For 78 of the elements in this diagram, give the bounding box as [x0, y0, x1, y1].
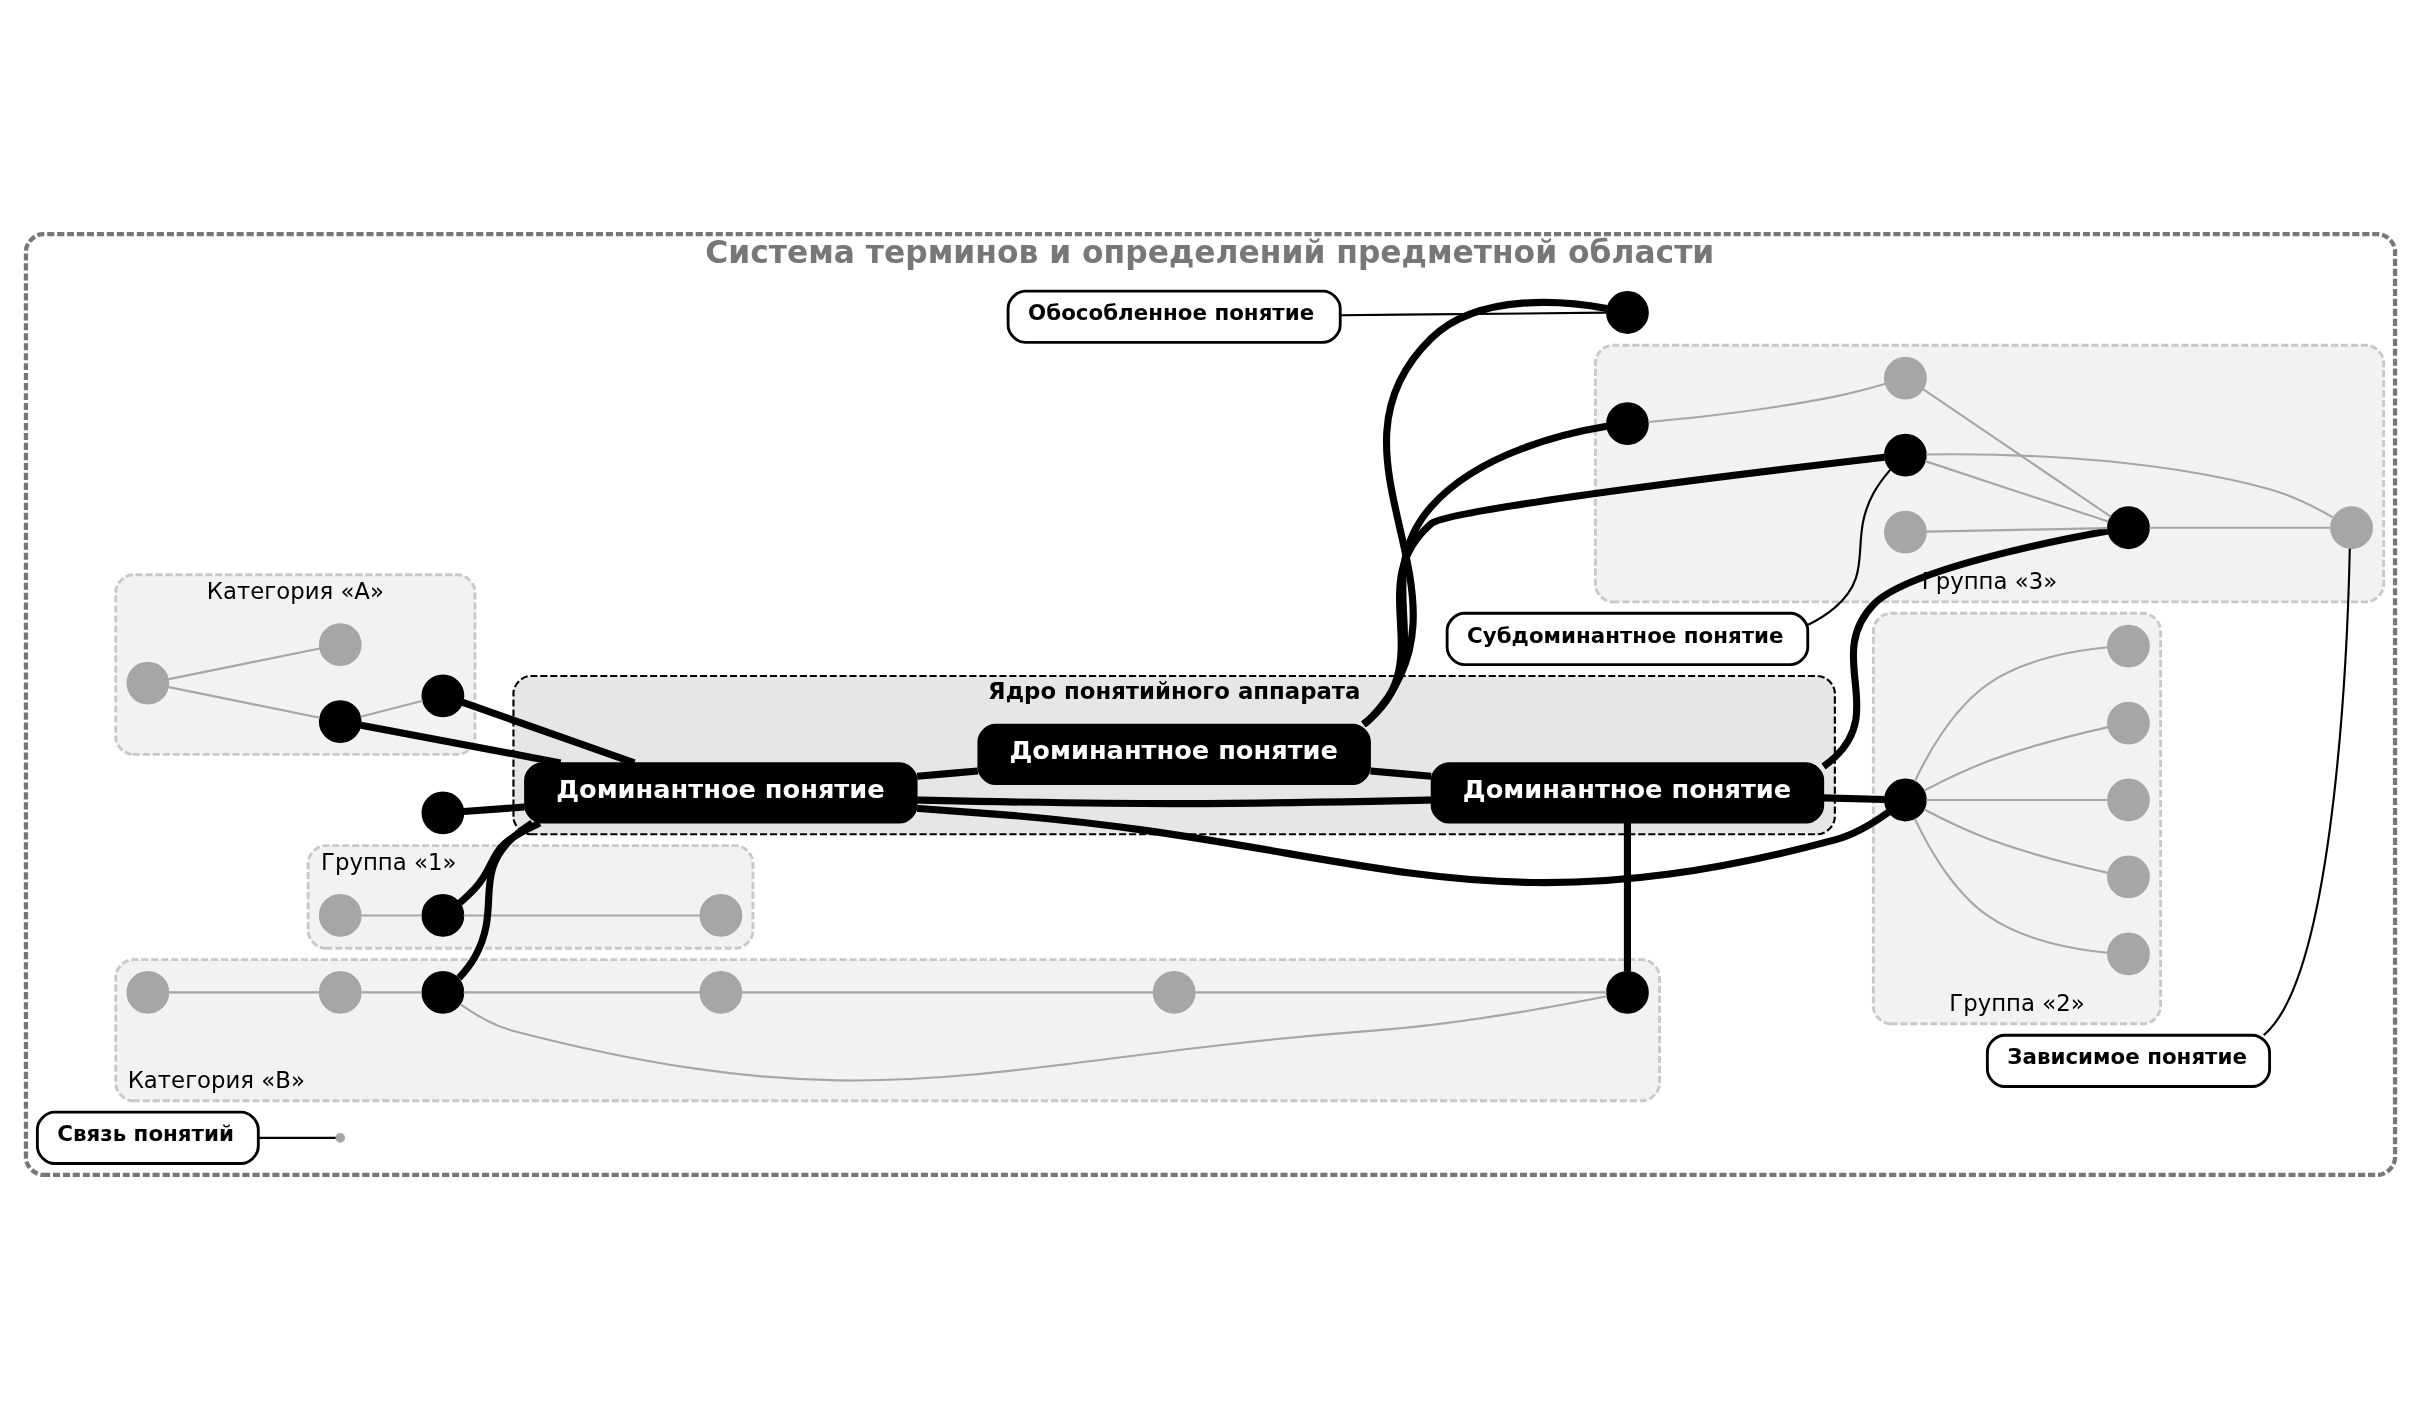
connector: [1623, 822, 1631, 971]
connector: [1924, 459, 2109, 523]
connector: [1913, 817, 2108, 954]
connector: [1370, 767, 1432, 780]
node-circle: [2107, 505, 2150, 549]
node-circle: [2107, 855, 2150, 898]
node-circle: [1606, 970, 1649, 1014]
node-circle: [2330, 505, 2373, 549]
connector: [1821, 527, 2109, 769]
connector: [916, 804, 1891, 886]
connector: [741, 990, 1154, 993]
connector: [1194, 990, 1607, 993]
connector: [459, 994, 1608, 1081]
node-box: Обособленное понятие: [1006, 289, 1342, 344]
connector: [1922, 387, 2112, 518]
node-box: Доминантное понятие: [977, 723, 1371, 785]
node-circle: [126, 970, 170, 1014]
node-box: Субдоминантное понятие: [1445, 611, 1810, 666]
connector: [168, 685, 320, 719]
cluster: Группа «1»: [306, 843, 755, 950]
node-circle: [318, 970, 362, 1014]
connector: [2149, 526, 2331, 529]
node-circle: [421, 970, 465, 1014]
connector: [258, 1136, 336, 1139]
node-circle: [1884, 433, 1927, 476]
connector: [1823, 793, 1885, 803]
node-circle: [1606, 290, 1649, 334]
node-circle: [1606, 401, 1649, 445]
node-circle: [1884, 778, 1927, 821]
connector: [916, 767, 979, 780]
connector: [2262, 548, 2351, 1036]
node-circle: [1884, 510, 1927, 553]
connector: [463, 913, 701, 917]
connector: [457, 819, 542, 905]
connector: [1926, 526, 2108, 533]
node-circle: [318, 622, 362, 666]
node-box: Связь понятий: [35, 1110, 260, 1165]
connector: [1926, 452, 2334, 518]
connector: [361, 990, 422, 993]
cluster: Категория «В»: [114, 957, 1661, 1102]
connector: [1923, 808, 2109, 874]
node-circle: [421, 790, 465, 834]
connector: [1361, 422, 1608, 727]
node-circle: [699, 893, 743, 937]
connector: [168, 646, 320, 680]
node-circle: [318, 699, 362, 743]
connector: [1926, 798, 2108, 801]
node-circle: [1152, 970, 1196, 1014]
node-box: Доминантное понятие: [1430, 761, 1825, 824]
node-circle: [2107, 624, 2150, 667]
cluster: Группа «2»: [1871, 611, 2162, 1025]
node-circle: [318, 893, 362, 937]
connector: [1923, 725, 2109, 791]
connector: [168, 990, 320, 993]
node-box: Зависимое понятие: [1985, 1033, 2272, 1088]
cluster: Категория «А»: [114, 572, 477, 756]
node-circle: [126, 661, 170, 704]
node-circle: [421, 674, 465, 717]
connector: [1807, 468, 1891, 626]
connector: [461, 698, 636, 766]
connector: [360, 721, 562, 766]
connector: [463, 802, 525, 815]
node-box: Доминантное понятие: [524, 761, 918, 824]
node-circle: [2107, 701, 2150, 744]
connector: [456, 819, 535, 981]
node-circle: [699, 970, 743, 1014]
node-circle: [2107, 778, 2150, 821]
node-circle: [1884, 356, 1927, 399]
connector: [1648, 382, 1886, 423]
node-circle: [2107, 932, 2150, 975]
connector: [1913, 645, 2108, 782]
connector: [1361, 298, 1608, 727]
node-circle: [421, 893, 465, 937]
connector: [1340, 311, 1607, 316]
connector: [463, 990, 701, 993]
connector: [917, 796, 1432, 807]
connector: [361, 913, 422, 917]
connector: [360, 699, 424, 718]
